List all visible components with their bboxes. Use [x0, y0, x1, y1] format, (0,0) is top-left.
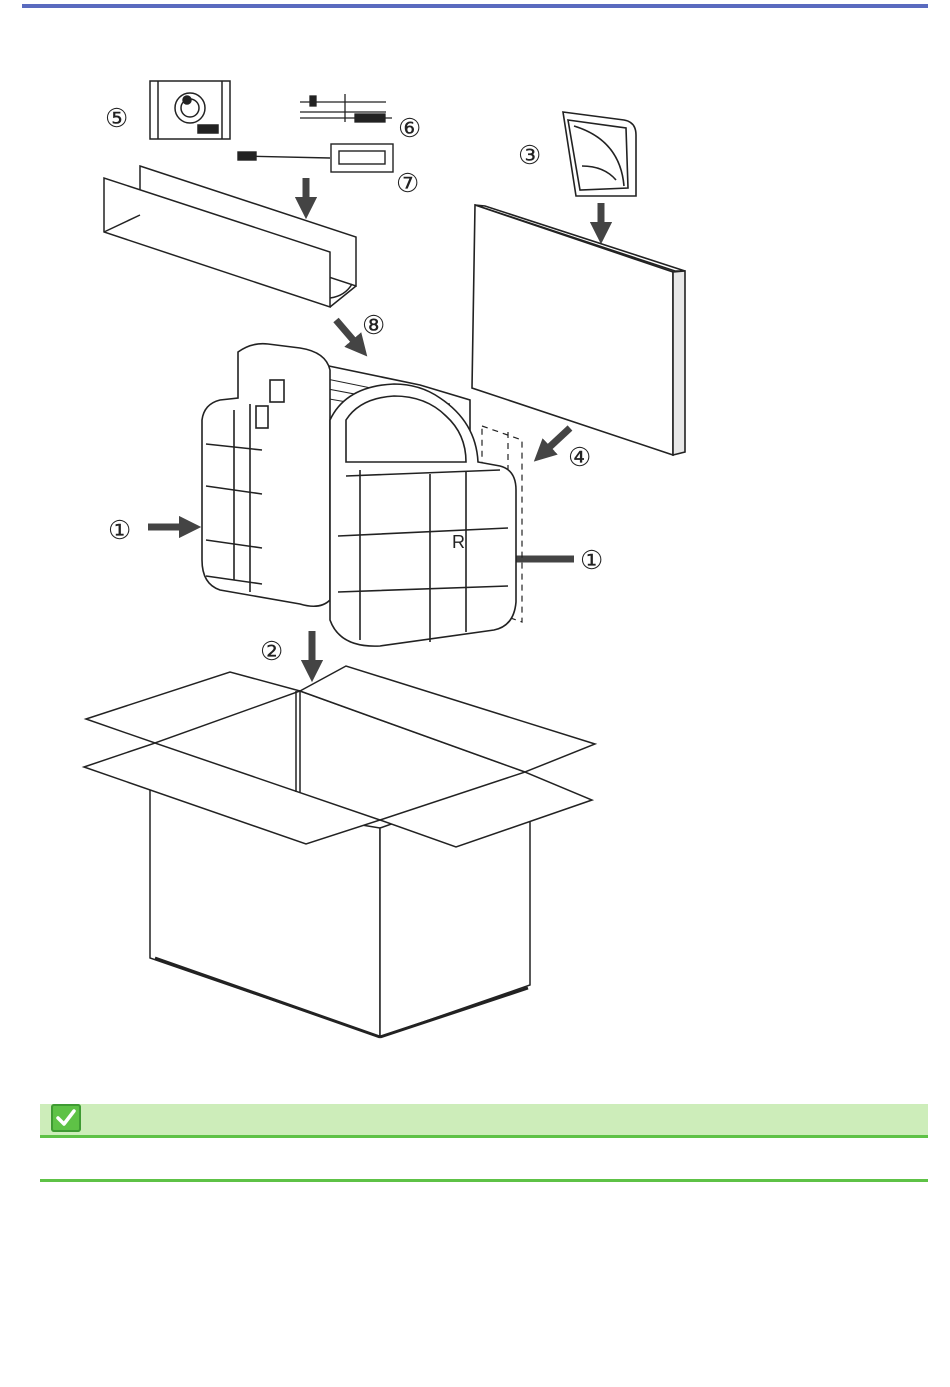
- printer-with-foam: R: [202, 344, 516, 646]
- arrow-tray-to-printer: [336, 320, 360, 348]
- note-bar: [40, 1104, 928, 1135]
- callout-1-left: ①: [108, 516, 131, 545]
- carton: [84, 666, 595, 1037]
- callout-6: ⑥: [398, 114, 421, 143]
- packing-illustration: R ⑤ ⑥ ⑦ ③ ⑧ ④ ① ① ②: [0, 0, 950, 1100]
- callout-7: ⑦: [396, 169, 419, 198]
- callout-1-right: ①: [580, 546, 603, 575]
- svg-text:R: R: [452, 532, 465, 552]
- callout-8: ⑧: [362, 311, 385, 340]
- callout-5: ⑤: [105, 104, 128, 133]
- power-cord: [300, 94, 392, 122]
- arrow-sheet-to-printer: [542, 428, 570, 454]
- callout-2: ②: [260, 637, 283, 666]
- ac-adapter: [238, 144, 393, 172]
- disc-package: [150, 81, 230, 139]
- note-bar-underline: [40, 1135, 928, 1138]
- note-end-line: [40, 1179, 928, 1182]
- cardboard-sheet: [472, 205, 685, 455]
- callout-4: ④: [568, 443, 591, 472]
- callout-3: ③: [518, 141, 541, 170]
- documents: [563, 112, 636, 196]
- accessory-tray: [104, 166, 356, 307]
- checkmark-icon: [51, 1104, 81, 1132]
